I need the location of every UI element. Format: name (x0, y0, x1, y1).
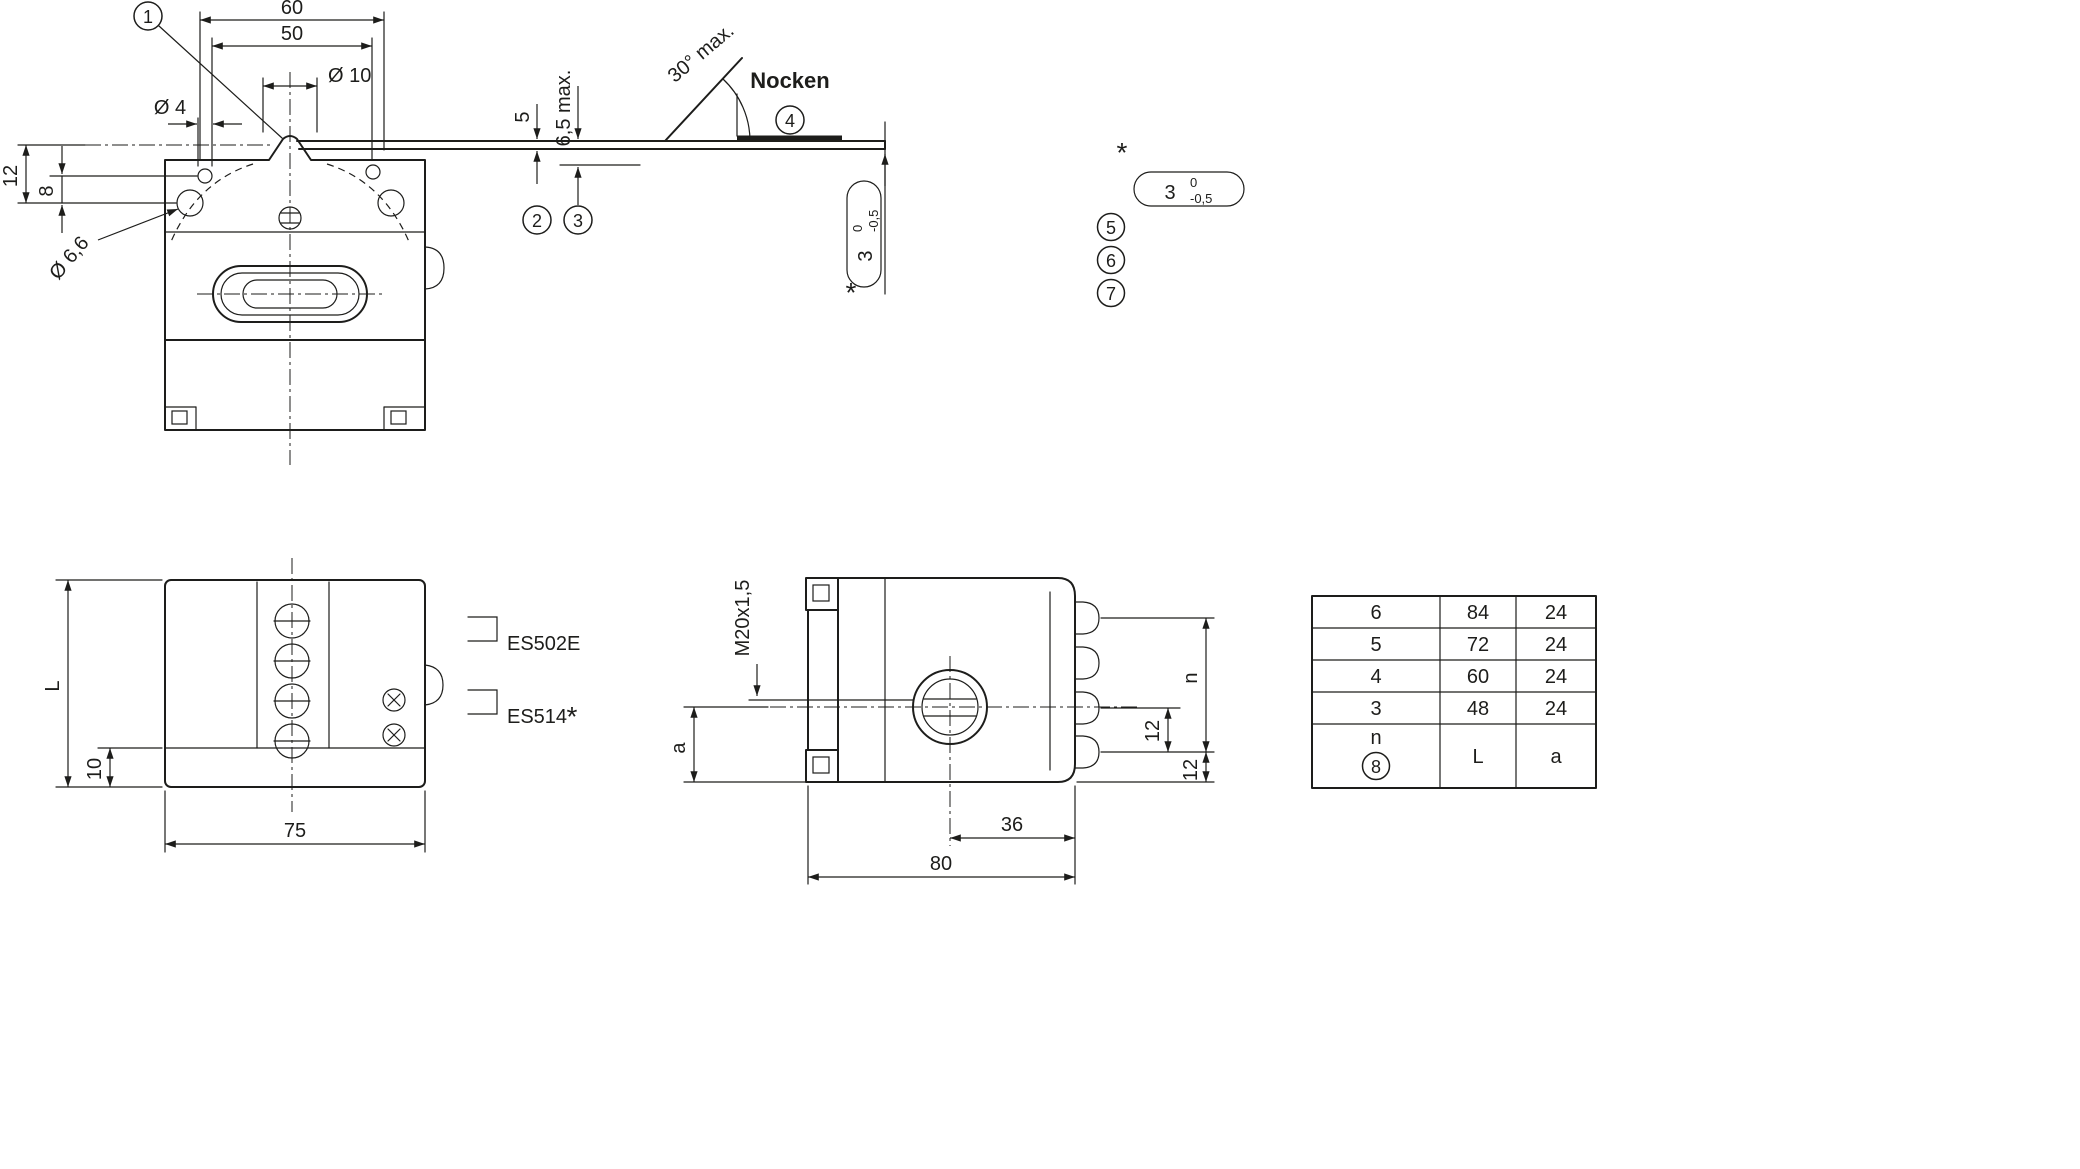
dim-80-label: 80 (930, 853, 952, 875)
tolerance-pill-rotated: 3 0 -0,5 (846, 180, 882, 288)
dim-12-bottom-label: 12 (1180, 759, 1202, 781)
dim-6-5-max-label: 6,5 max. (553, 70, 575, 147)
thread-label: M20x1,5 (732, 580, 754, 657)
callout-1: 1 (133, 1, 283, 139)
dim-75: 75 (164, 790, 426, 853)
dim-8: 8 (36, 146, 198, 233)
table-header-n: n (1370, 727, 1381, 749)
tolerance-value: 3 (1164, 182, 1175, 204)
dim-36: 36 (950, 785, 1076, 885)
dim-75-label: 75 (284, 820, 306, 842)
cam-label: Nocken (750, 68, 829, 93)
dim-8-label: 8 (36, 185, 58, 196)
dim-dia-6-6: Ø 6,6 (45, 208, 179, 284)
table-cell-L: 60 (1467, 666, 1489, 688)
callout-7-number: 7 (1106, 284, 1116, 304)
dim-a: a (668, 706, 807, 783)
model-labels: ES502E ES514 * (467, 616, 580, 732)
table-cell-n: 5 (1370, 634, 1381, 656)
dim-36-label: 36 (1001, 814, 1023, 836)
front-view: L 10 75 ES502E ES514 * (42, 558, 580, 853)
side-view: M20x1,5 a 12 n 12 36 (668, 577, 1215, 885)
dim-12-label: 12 (0, 165, 22, 187)
dim-a-label: a (668, 742, 690, 754)
tolerance-lower: -0,5 (866, 210, 881, 232)
angle-30-max-label: 30° max. (664, 20, 739, 88)
dim-60-label: 60 (281, 0, 303, 19)
table-row: 6 84 24 (1370, 602, 1567, 624)
dim-dia-4-label: Ø 4 (154, 97, 186, 119)
model-es514-label: ES514 (507, 706, 567, 728)
tolerance-upper: 0 (850, 225, 865, 232)
dim-80: 80 (807, 785, 1075, 885)
asterisk-mark: * (567, 701, 578, 732)
table-header-L: L (1472, 746, 1483, 768)
dim-60: 60 (199, 0, 385, 161)
table-row: 5 72 24 (1370, 634, 1567, 656)
tolerance-note: * 3 0 -0,5 5 6 7 (1096, 137, 1245, 308)
cam-detail: 30° max. Nocken 4 (664, 20, 842, 142)
table-cell-n: 6 (1370, 602, 1381, 624)
dim-dia-6-6-label: Ø 6,6 (45, 232, 93, 284)
tolerance-lower: -0,5 (1190, 191, 1212, 206)
callout-4-number: 4 (785, 111, 795, 131)
switch-body-outline (85, 72, 886, 465)
table-footer-row: n 8 L a (1361, 727, 1562, 781)
front-body-outline (164, 558, 444, 812)
dim-5-label: 5 (512, 111, 534, 122)
dim-12-mid-label: 12 (1142, 720, 1164, 742)
actuator-rod-view: 1 60 50 Ø 10 Ø 4 (0, 0, 1245, 465)
dim-10: 10 (84, 747, 163, 787)
table-cell-n: 3 (1370, 698, 1381, 720)
dim-6-5-max: 6,5 max. 3 (553, 70, 641, 235)
table-header-a: a (1550, 746, 1562, 768)
table-cell-n: 4 (1370, 666, 1381, 688)
table-cell-a: 24 (1545, 698, 1567, 720)
dim-dia-10-label: Ø 10 (328, 65, 371, 87)
callout-3-number: 3 (573, 211, 583, 231)
callout-1-number: 1 (143, 7, 153, 27)
table-row: 3 48 24 (1370, 698, 1567, 720)
table-cell-L: 84 (1467, 602, 1489, 624)
dim-12: 12 (0, 144, 177, 204)
table-cell-a: 24 (1545, 602, 1567, 624)
table-cell-a: 24 (1545, 666, 1567, 688)
table-cell-a: 24 (1545, 634, 1567, 656)
dim-50: 50 (211, 23, 373, 167)
dim-50-label: 50 (281, 23, 303, 45)
table-cell-L: 48 (1467, 698, 1489, 720)
asterisk-mark: * (846, 277, 857, 308)
dim-10-label: 10 (84, 758, 106, 780)
dim-terminal-spacing: 12 n 12 (1076, 617, 1215, 783)
travel-tolerance: 3 0 -0,5 * (846, 121, 889, 308)
callout-5-number: 5 (1106, 218, 1116, 238)
callout-8-number: 8 (1371, 757, 1381, 777)
dim-dia-4: Ø 4 (154, 97, 242, 167)
table-cell-L: 72 (1467, 634, 1489, 656)
dim-n-label: n (1180, 672, 1202, 683)
callout-2-number: 2 (532, 211, 542, 231)
model-es502e-label: ES502E (507, 633, 580, 655)
dim-m20: M20x1,5 (732, 580, 914, 701)
callout-6-number: 6 (1106, 251, 1116, 271)
tolerance-value: 3 (855, 250, 877, 261)
tolerance-upper: 0 (1190, 175, 1197, 190)
dim-L-label: L (42, 680, 64, 691)
dimension-table: 6 84 24 5 72 24 4 60 24 3 48 24 n 8 L a (1311, 595, 1597, 789)
table-row: 4 60 24 (1370, 666, 1567, 688)
asterisk-mark: * (1117, 137, 1128, 168)
dim-5: 5 2 (512, 104, 552, 235)
dim-dia-10: Ø 10 (262, 65, 371, 133)
side-body-outline (770, 577, 1138, 846)
dim-L: L (42, 579, 163, 788)
